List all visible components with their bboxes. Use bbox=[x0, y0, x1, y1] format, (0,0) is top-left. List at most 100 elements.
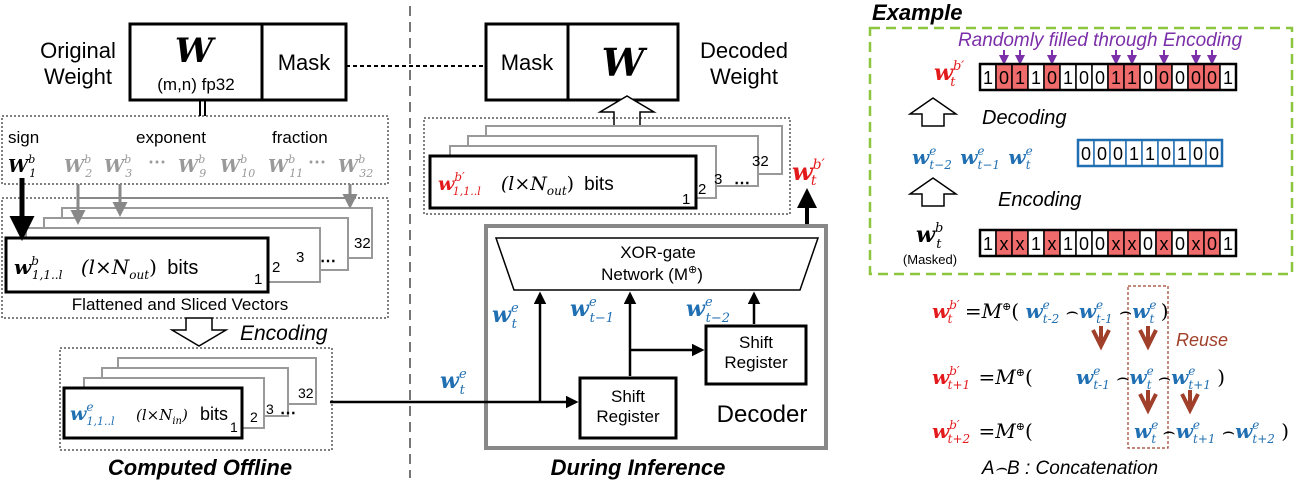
decoded-hollow-arrow bbox=[597, 95, 657, 127]
random-fill-label: Randomly filled through Encoding bbox=[958, 30, 1243, 51]
mask-box-left bbox=[260, 22, 348, 102]
masked-bit-4: x bbox=[1048, 234, 1057, 254]
encoded-bit-1: 0 bbox=[1097, 144, 1107, 164]
decoding-label: Decoding bbox=[982, 107, 1067, 129]
enc-ellipsis: ⋯ bbox=[280, 405, 296, 422]
mask-label-right: Mask bbox=[501, 50, 555, 75]
masked-bit-2: x bbox=[1016, 234, 1025, 254]
slice-ellipsis: ⋯ bbox=[320, 253, 336, 270]
random-fill-arrows bbox=[999, 50, 1217, 65]
masked-bit-9: x bbox=[1128, 234, 1137, 254]
dec-number-1: 1 bbox=[682, 191, 690, 208]
encoding-step: Encoding bbox=[169, 317, 328, 347]
decoded-bit-3: 1 bbox=[1031, 68, 1041, 88]
decoding-hollow-arrow bbox=[907, 97, 959, 127]
masked-bit-11: x bbox=[1160, 234, 1169, 254]
mask-box-right bbox=[484, 22, 570, 102]
decoded-bit-13: 0 bbox=[1191, 68, 1201, 88]
flattened-caption: Flattened and Sliced Vectors bbox=[72, 295, 288, 314]
enc-number-2: 2 bbox=[250, 409, 258, 425]
encoded-frame bbox=[59, 347, 333, 451]
weight-matrix-symbol: W bbox=[175, 31, 216, 71]
decoded-bit-11: 0 bbox=[1159, 68, 1169, 88]
reuse-arrow-3 bbox=[1138, 393, 1158, 415]
example-title: Example bbox=[872, 0, 963, 25]
slice-number-3: 3 bbox=[296, 249, 304, 266]
masked-bit-0: 1 bbox=[983, 234, 993, 254]
decoded-bit-2: 1 bbox=[1015, 68, 1025, 88]
during-inference-label: During Inference bbox=[551, 455, 726, 480]
reuse-highlight-box bbox=[1127, 285, 1169, 449]
encoded-bit-5: 0 bbox=[1161, 144, 1171, 164]
slice-number-32: 32 bbox=[354, 235, 371, 252]
slice-number-2: 2 bbox=[272, 259, 280, 276]
enc-dim-label: (l×Nin) bbox=[136, 406, 188, 427]
example-frame bbox=[868, 26, 1294, 276]
decoded-row-label: wb′t bbox=[934, 59, 964, 90]
slice-number-1: 1 bbox=[254, 271, 262, 288]
masked-bit-10: 0 bbox=[1143, 234, 1153, 254]
shift-register-2 bbox=[704, 324, 808, 386]
decoded-bit-10: 0 bbox=[1143, 68, 1153, 88]
mask-label-left: Mask bbox=[278, 50, 332, 75]
decoded-frame bbox=[423, 117, 791, 215]
bit-ellipsis-1: ⋯ bbox=[148, 152, 166, 172]
eq2: wb′t+1 =M⊕( bbox=[932, 364, 1033, 394]
decoded-bit-8: 1 bbox=[1111, 68, 1121, 88]
decoded-outline bbox=[978, 62, 1238, 92]
decoded-bit-1: 0 bbox=[999, 68, 1009, 88]
enc-number-32: 32 bbox=[298, 385, 314, 401]
masked-bit-1: x bbox=[1000, 234, 1009, 254]
decoded-bit-5: 1 bbox=[1063, 68, 1073, 88]
encoding-label-left: Encoding bbox=[240, 322, 328, 345]
masked-bit-3: 1 bbox=[1031, 234, 1041, 254]
dec-number-3: 3 bbox=[714, 171, 722, 188]
reuse-arrow-1 bbox=[1091, 329, 1111, 351]
exponent-label: exponent bbox=[136, 128, 206, 147]
decoded-bit-4: 0 bbox=[1047, 68, 1057, 88]
dec-ellipsis: ⋯ bbox=[734, 175, 750, 192]
decoded-bit-0: 1 bbox=[983, 68, 993, 88]
masked-bit-5: 1 bbox=[1063, 234, 1073, 254]
fraction-label: fraction bbox=[272, 128, 328, 147]
encoding-label-example: Encoding bbox=[998, 189, 1081, 211]
masked-bit-8: x bbox=[1112, 234, 1121, 254]
decoder-label: Decoder bbox=[717, 401, 808, 428]
weight-matrix-shape: (m,n) fp32 bbox=[157, 75, 234, 94]
decoded-bit-15: 1 bbox=[1223, 68, 1233, 88]
decoded-bit-14: 0 bbox=[1207, 68, 1217, 88]
eq3: wb′t+2 =M⊕( bbox=[932, 418, 1033, 448]
example-block: Example Randomly filled through Encoding… bbox=[868, 0, 1294, 276]
reuse-arrow-2 bbox=[1138, 329, 1158, 351]
bit-ellipsis-2: ⋯ bbox=[308, 152, 326, 172]
masked-outline bbox=[978, 228, 1238, 258]
shift-register-1 bbox=[578, 376, 678, 440]
enc-front bbox=[62, 386, 244, 440]
reuse-label: Reuse bbox=[1176, 330, 1228, 350]
decoded-matrix-symbol: W bbox=[602, 40, 648, 85]
dec-number-2: 2 bbox=[698, 181, 706, 198]
